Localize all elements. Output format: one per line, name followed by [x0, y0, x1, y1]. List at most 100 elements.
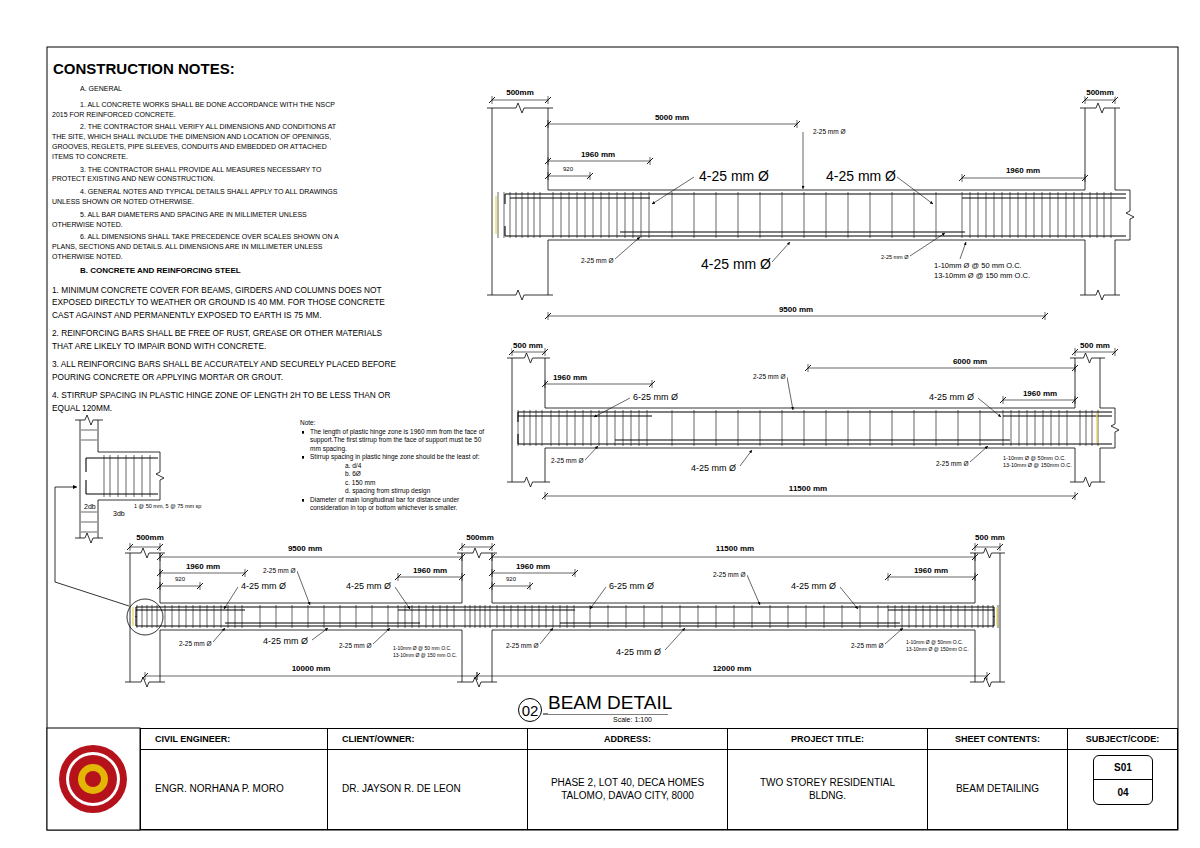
dimension-line [492, 586, 530, 587]
dimension-tick [1082, 97, 1088, 103]
stirrup [608, 605, 609, 628]
stirrup [147, 605, 148, 628]
stirrup [426, 605, 427, 628]
stirrup [498, 192, 499, 238]
stirrup [633, 192, 634, 238]
face-mark [996, 607, 997, 626]
column-edge [462, 630, 463, 682]
leader-line [897, 177, 933, 204]
stirrup [539, 605, 540, 628]
dimension-label: 10000 mm [291, 664, 332, 673]
stirrup [1098, 410, 1099, 446]
stirrup [1067, 410, 1068, 446]
stirrup [1058, 192, 1059, 238]
stirrup [1080, 410, 1081, 446]
cell-heading: CIVIL ENGINEER: [141, 729, 327, 750]
stirrup [440, 605, 441, 628]
beam-edge [1115, 240, 1130, 241]
stirrup [516, 192, 517, 238]
column-edge [462, 553, 463, 603]
stirrup [157, 605, 158, 628]
stirrup [639, 410, 640, 446]
dimension-line [492, 573, 575, 574]
cell-value: ENGR. NORHANA P. MORO [141, 750, 327, 829]
callout-label: 3db [112, 510, 126, 518]
column-edge [512, 358, 513, 482]
dimension-tick [1072, 493, 1078, 499]
notes-column: Note:The length of plastic hinge zone is… [300, 419, 490, 513]
callout-label: 2-25 mm Ø [752, 373, 787, 380]
column-edge [1000, 553, 1001, 682]
cell-heading: PROJECT TITLE: [728, 729, 927, 750]
leader-line [910, 233, 945, 256]
break-line [487, 290, 553, 300]
leader-line [297, 571, 310, 605]
stirrup [585, 192, 586, 238]
column-edge [98, 500, 99, 538]
stirrup [511, 605, 512, 628]
detail-number-circle: 02 [518, 698, 542, 722]
stirrup [617, 192, 618, 238]
callout-label: 2-25 mm Ø [262, 567, 297, 574]
stirrup [1092, 410, 1093, 446]
face-mark [132, 607, 133, 626]
dimension-tick [984, 673, 990, 679]
cell-value: DR. JAYSON R. DE LEON [328, 750, 527, 829]
stirrup [324, 605, 325, 628]
column-edge [492, 553, 493, 603]
leader-line [213, 628, 225, 642]
dimension-tick [242, 570, 248, 576]
title-block-cell: ADDRESS:PHASE 2, LOT 40, DECA HOMES TALO… [527, 728, 728, 830]
stirrup [923, 605, 924, 628]
note-text: 2. REINFORCING BARS SHALL BE FREE OF RUS… [52, 327, 404, 352]
dimension-tick [997, 544, 1003, 550]
stirrup [716, 605, 717, 628]
callout-label: 2-25 mm Ø [850, 642, 885, 649]
dimension-tick [489, 583, 495, 589]
dimension-tick [489, 570, 495, 576]
leader-line [747, 575, 760, 605]
dimension-tick [1072, 349, 1078, 355]
callout-label: 4-25 mm Ø [928, 392, 975, 402]
dimension-tick [572, 570, 578, 576]
dimension-tick [489, 97, 495, 103]
face-mark [1096, 413, 1097, 443]
leader-line [615, 237, 640, 259]
dimension-label: 1960 mm [1022, 389, 1058, 398]
stirrup [235, 605, 236, 628]
dimension-label: 920 [505, 576, 517, 583]
title-block-cell: SUBJECT/CODE:S0104 [1067, 728, 1178, 830]
extra-rebar [560, 622, 900, 623]
face-mark [495, 196, 496, 234]
note-text: 4. GENERAL NOTES AND TYPICAL DETAILS SHA… [52, 187, 350, 207]
stirrup [1059, 410, 1060, 446]
beam-edge [1115, 190, 1130, 191]
stirrup [988, 605, 989, 628]
stirrup [998, 605, 999, 628]
stirrup [983, 605, 984, 628]
note-text: d. spacing from stirrup design [300, 487, 490, 496]
extra-rebar [398, 609, 575, 610]
stirrup [806, 605, 807, 628]
stirrup [609, 192, 610, 238]
dimension-label: 9500 mm [287, 544, 323, 553]
extra-rebar [962, 197, 1126, 198]
note-text: 1. ALL CONCRETE WORKS SHALL BE DONE ACCO… [52, 100, 350, 120]
stirrup [1074, 192, 1075, 238]
dimension-tick [395, 574, 401, 580]
dimension-label: 1960 mm [913, 566, 949, 575]
leader-line [803, 132, 804, 189]
stirrup [485, 605, 486, 628]
break-line [125, 548, 165, 558]
dimension-line [130, 547, 160, 548]
stirrup [1082, 192, 1083, 238]
stirrup [593, 192, 594, 238]
column-edge [80, 420, 81, 538]
stirrup [356, 605, 357, 628]
stirrup [936, 192, 937, 238]
column-edge [545, 358, 546, 408]
dimension-tick [972, 544, 978, 550]
callout-label: 4-25 mm Ø [825, 168, 897, 184]
stirrup [546, 605, 547, 628]
column-tie [81, 532, 97, 533]
